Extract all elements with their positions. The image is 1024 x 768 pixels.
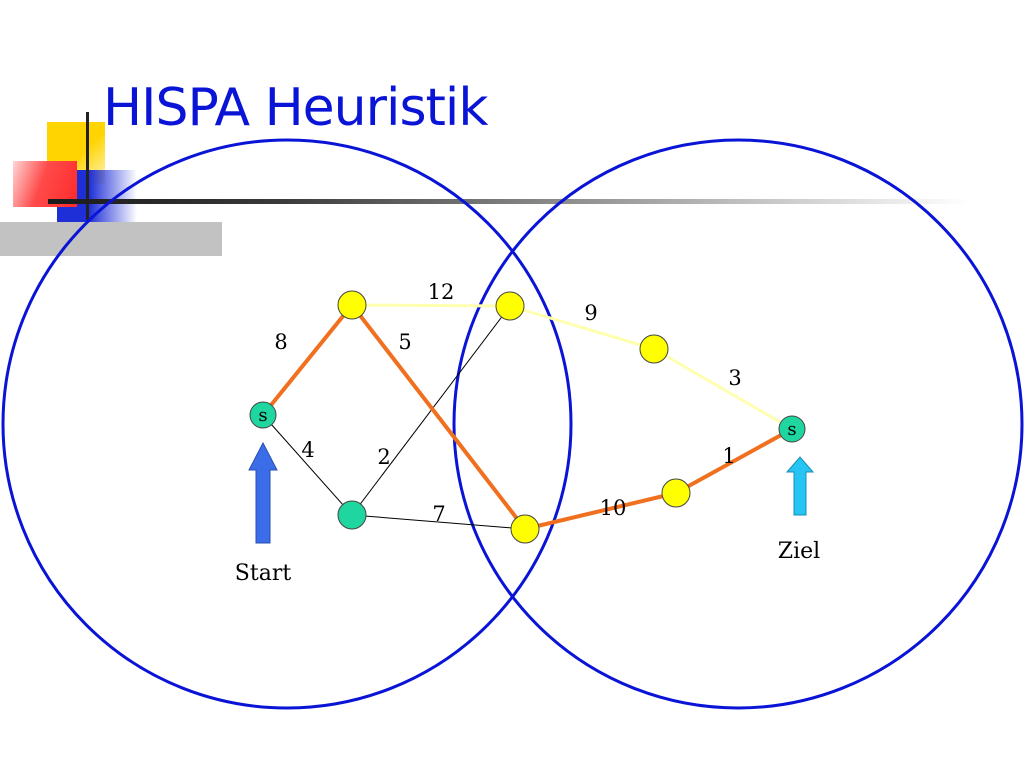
decor-title-underline [48, 199, 968, 204]
node-y2 [495, 291, 525, 321]
start-arrow-icon [248, 441, 278, 544]
edge-y4-y5 [524, 491, 677, 531]
weight-s-g: 4 [301, 438, 314, 462]
edge-s-y1 [261, 303, 354, 417]
weight-g-y2: 2 [377, 445, 390, 469]
weight-y4-y5: 10 [600, 496, 627, 520]
node-y3 [639, 334, 669, 364]
edge-y3-t [653, 347, 793, 431]
decor-vertical-line [86, 112, 89, 220]
edge-g-y4 [351, 514, 526, 530]
node-y4 [510, 514, 540, 544]
weight-y5-t: 1 [722, 444, 735, 468]
weight-y1-y2: 12 [428, 280, 455, 304]
edge-y2-y3 [509, 304, 655, 351]
target-node-label: s [787, 419, 796, 440]
edge-s-g [262, 414, 353, 516]
start-search-circle [1, 138, 573, 710]
node-y5 [661, 478, 691, 508]
target-search-circle [452, 138, 1024, 710]
start-label: Start [235, 561, 292, 586]
edge-y1-y2 [351, 303, 511, 308]
node-target [778, 415, 806, 443]
start-node-label: s [258, 405, 267, 426]
slide-title: HISPA Heuristik [103, 78, 488, 138]
node-start [249, 401, 277, 429]
weight-y2-y3: 9 [584, 301, 597, 325]
target-label: Ziel [778, 539, 820, 564]
weight-y1-y4: 5 [398, 330, 411, 354]
target-arrow-icon [785, 456, 815, 516]
edge-y1-y4 [350, 303, 527, 531]
decor-gray-bar [0, 222, 222, 256]
node-y1 [337, 290, 367, 320]
weight-s-y1: 8 [274, 330, 287, 354]
edge-y5-t [675, 427, 793, 495]
weight-y3-t: 3 [728, 366, 741, 390]
weight-g-y4: 7 [432, 502, 445, 526]
node-g [337, 500, 367, 530]
